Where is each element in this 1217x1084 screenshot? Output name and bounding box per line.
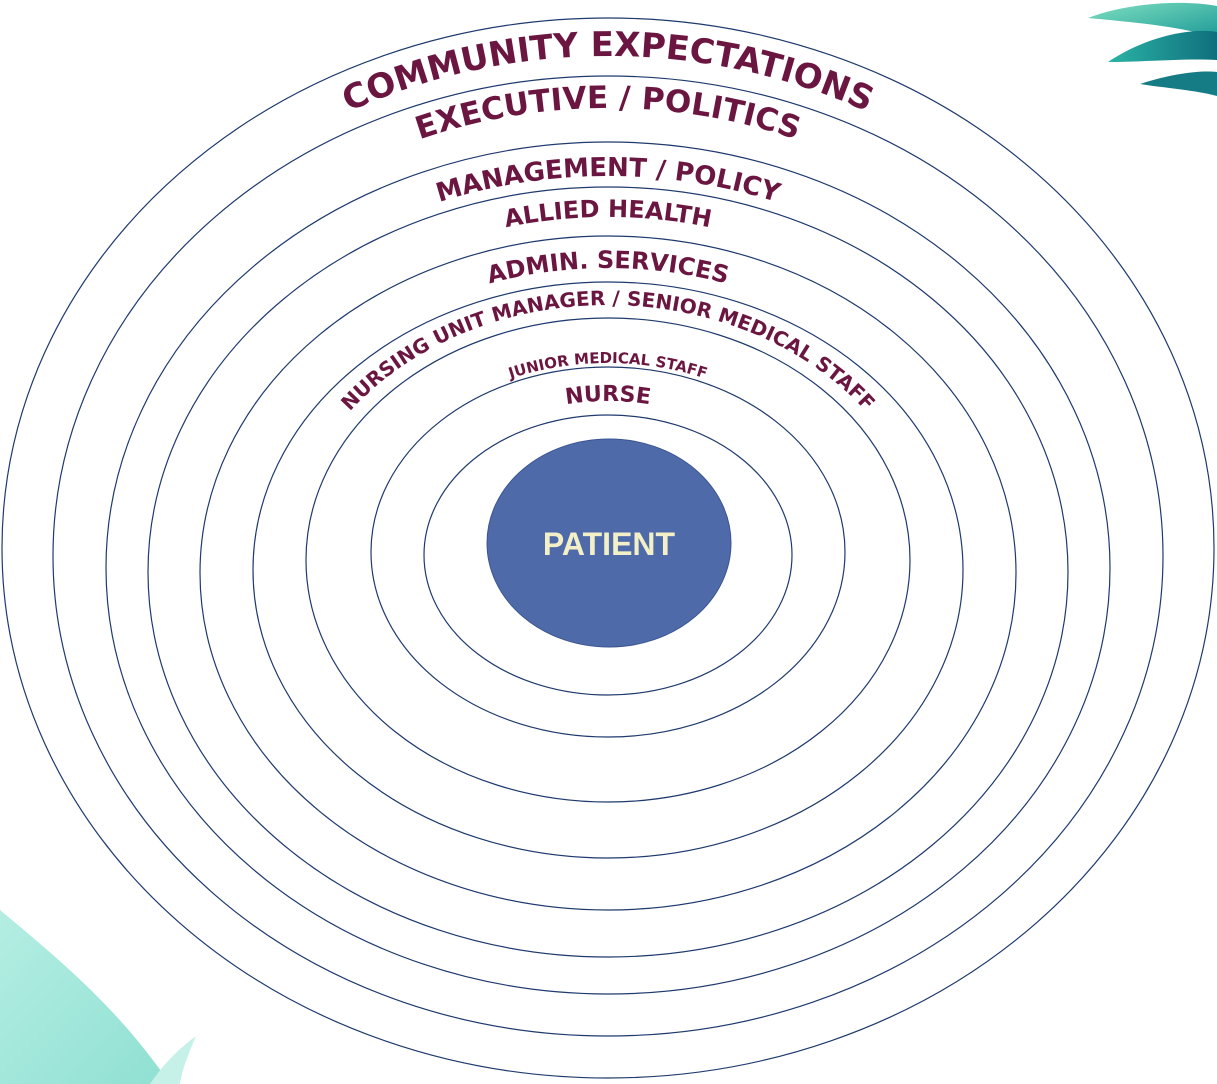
teal-leaf-logo [1088, 2, 1217, 96]
ring-management-policy [105, 141, 1111, 995]
ring-label-admin-services: ADMIN. SERVICES [484, 246, 732, 289]
ring-label-junior-medical-staff: JUNIOR MEDICAL STAFF [505, 349, 709, 383]
ring-allied-health [147, 186, 1069, 958]
ring-label-allied-health: ALLIED HEALTH [502, 195, 714, 233]
ring-community-expectations [1, 17, 1215, 1079]
background-wave [0, 910, 196, 1084]
ring-nurse [370, 366, 846, 738]
ring-executive-politics [52, 75, 1164, 1037]
ring-nursing-unit-manager [252, 281, 964, 859]
patient-ellipse [486, 438, 732, 648]
patient-node: PATIENT [486, 438, 732, 648]
ring-label-nurse: NURSE [564, 382, 653, 410]
ring-labels: COMMUNITY EXPECTATIONS EXECUTIVE / POLIT… [336, 25, 880, 415]
ring-patient-boundary [423, 414, 793, 696]
ring-junior-medical-staff [305, 317, 911, 803]
rings-layer [1, 17, 1215, 1079]
ring-admin-services [199, 235, 1017, 911]
patient-label: PATIENT [543, 526, 676, 562]
ring-label-executive-politics: EXECUTIVE / POLITICS [411, 80, 805, 147]
